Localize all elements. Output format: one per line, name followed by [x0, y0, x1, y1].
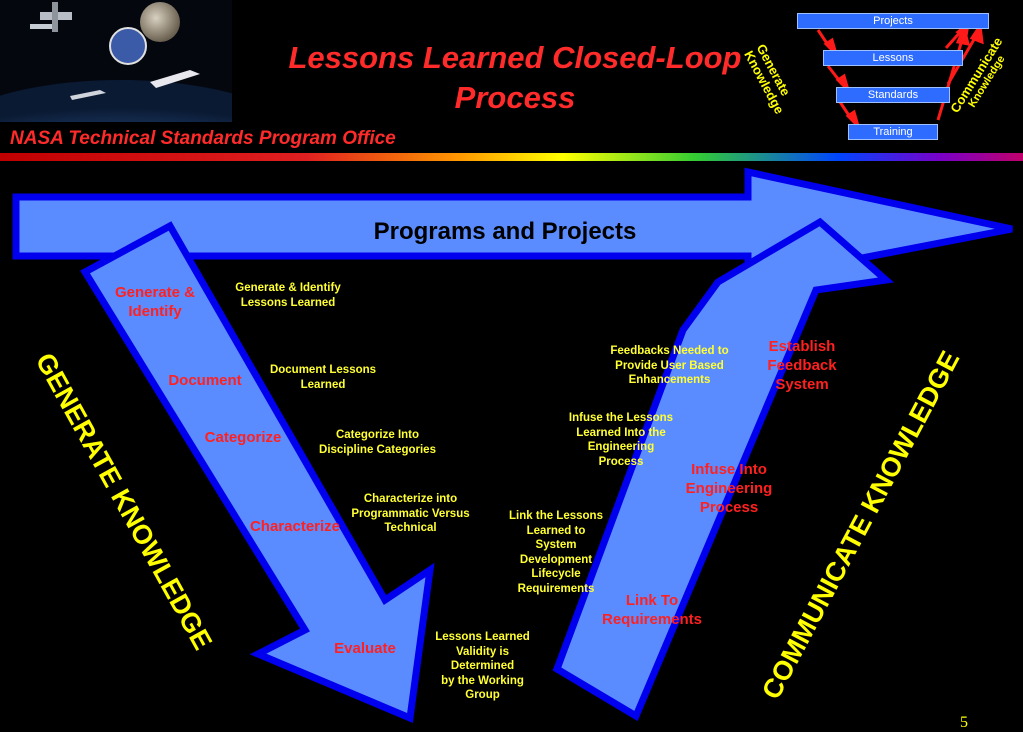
- pyramid-level-standards: Standards: [836, 87, 950, 103]
- office-name: NASA Technical Standards Program Office: [10, 128, 396, 149]
- left-down-arrow: [80, 221, 435, 724]
- pyramid-level-training: Training: [848, 124, 938, 140]
- stage-document: Document: [168, 372, 242, 389]
- pyramid-level-lessons: Lessons: [823, 50, 963, 66]
- title-line-1: Lessons Learned Closed-Loop: [288, 40, 742, 75]
- note-categorize: Categorize Into Discipline Categories: [319, 429, 436, 456]
- stage-generate-identify: Generate & Identify: [114, 284, 196, 320]
- note-evaluate: Lessons Learned Validity is Determined b…: [435, 631, 530, 701]
- note-infuse: Infuse the Lessons Learned Into the Engi…: [568, 412, 674, 468]
- note-generate-identify: Generate & Identify Lessons Learned: [235, 282, 341, 309]
- rainbow-divider: [0, 153, 1023, 161]
- right-up-arrow: [552, 217, 895, 722]
- page-number: 5: [960, 714, 968, 731]
- programs-and-projects-label: Programs and Projects: [373, 218, 637, 245]
- nasa-space-collage-image: [0, 0, 232, 122]
- pyramid-level-projects: Projects: [797, 13, 989, 29]
- stage-link-to-requirements: Link To Requirements: [601, 592, 703, 628]
- title-line-2: Process: [454, 80, 576, 115]
- stage-evaluate: Evaluate: [334, 640, 396, 657]
- stage-characterize: Characterize: [249, 518, 341, 535]
- note-link: Link the Lessons Learned to System Devel…: [509, 510, 603, 595]
- note-document: Document Lessons Learned: [269, 364, 377, 391]
- note-characterize: Characterize into Programmatic Versus Te…: [351, 493, 470, 534]
- stage-categorize: Categorize: [204, 429, 282, 446]
- stage-establish-feedback-system: Establish Feedback System: [767, 338, 837, 393]
- slide-title: Lessons Learned Closed-Loop Process: [250, 38, 780, 118]
- stage-infuse-into-engineering-process: Infuse Into Engineering Process: [685, 461, 773, 516]
- note-feedback: Feedbacks Needed to Provide User Based E…: [610, 345, 729, 386]
